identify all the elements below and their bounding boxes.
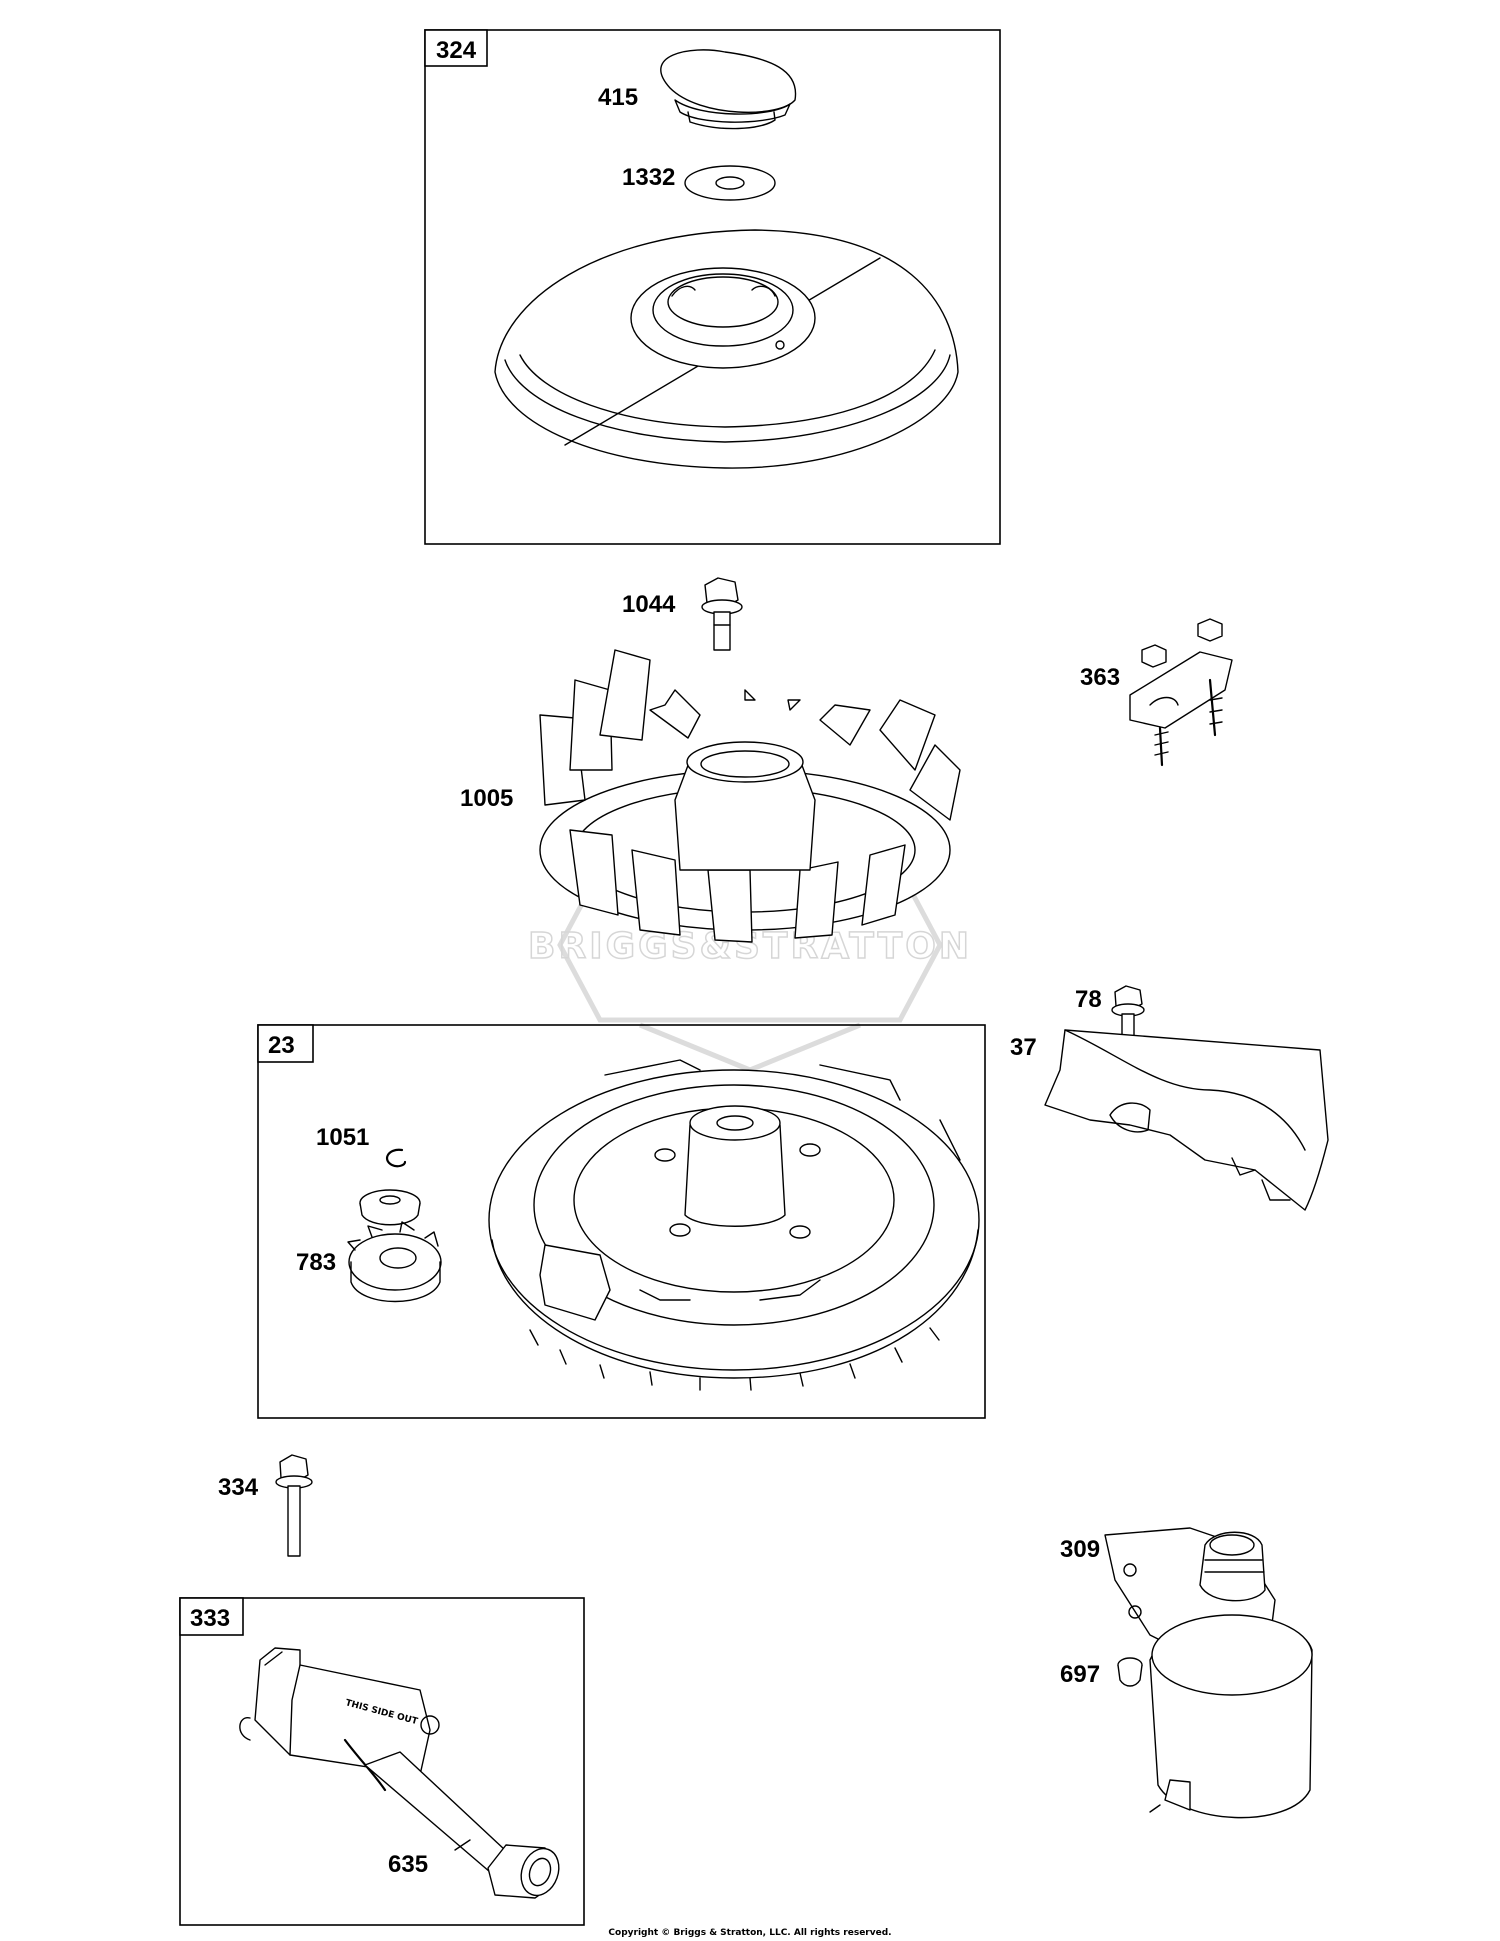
part-334-bolt[interactable]: [275, 1454, 313, 1557]
part-324-blower-housing[interactable]: [494, 229, 959, 469]
label-78: 78: [1075, 986, 1102, 1013]
label-1051: 1051: [316, 1124, 369, 1151]
label-363: 363: [1080, 664, 1120, 691]
group-box-23[interactable]: 23: [257, 1024, 986, 1419]
label-783: 783: [296, 1249, 336, 1276]
label-697: 697: [1060, 1661, 1100, 1688]
label-635: 635: [388, 1851, 428, 1878]
leader-635: [454, 1839, 471, 1851]
label-334: 334: [218, 1474, 259, 1501]
part-363-bracket[interactable]: [1129, 618, 1233, 767]
copyright-text: Copyright © Briggs & Stratton, LLC. All …: [608, 1928, 891, 1938]
group-label-23: 23: [268, 1032, 295, 1059]
group-label-324: 324: [436, 37, 477, 64]
part-1051-ring[interactable]: [385, 1148, 407, 1168]
part-697-screw[interactable]: [1117, 1657, 1143, 1687]
part-23-flywheel[interactable]: [488, 1059, 980, 1391]
part-1005-fan[interactable]: [539, 649, 961, 943]
label-415: 415: [598, 84, 638, 111]
part-washer-cup[interactable]: [359, 1189, 421, 1226]
label-309: 309: [1060, 1536, 1100, 1563]
label-37: 37: [1010, 1034, 1037, 1061]
part-37-shield[interactable]: [1044, 1029, 1329, 1211]
part-415-cap[interactable]: [660, 49, 797, 130]
part-309-starter[interactable]: [1104, 1527, 1313, 1819]
group-box-333[interactable]: 333: [179, 1597, 585, 1926]
label-1332: 1332: [622, 164, 675, 191]
part-1332-washer[interactable]: [684, 165, 776, 201]
label-1005: 1005: [460, 785, 513, 812]
group-label-333: 333: [190, 1605, 230, 1632]
part-78-bolt[interactable]: [1111, 985, 1145, 1037]
group-box-324[interactable]: 324: [424, 29, 1001, 545]
part-783-gear[interactable]: [347, 1221, 442, 1303]
part-1044-bolt[interactable]: [701, 577, 743, 651]
label-1044: 1044: [622, 591, 676, 618]
part-333-ignition-coil[interactable]: THIS SIDE OUT: [239, 1647, 565, 1901]
